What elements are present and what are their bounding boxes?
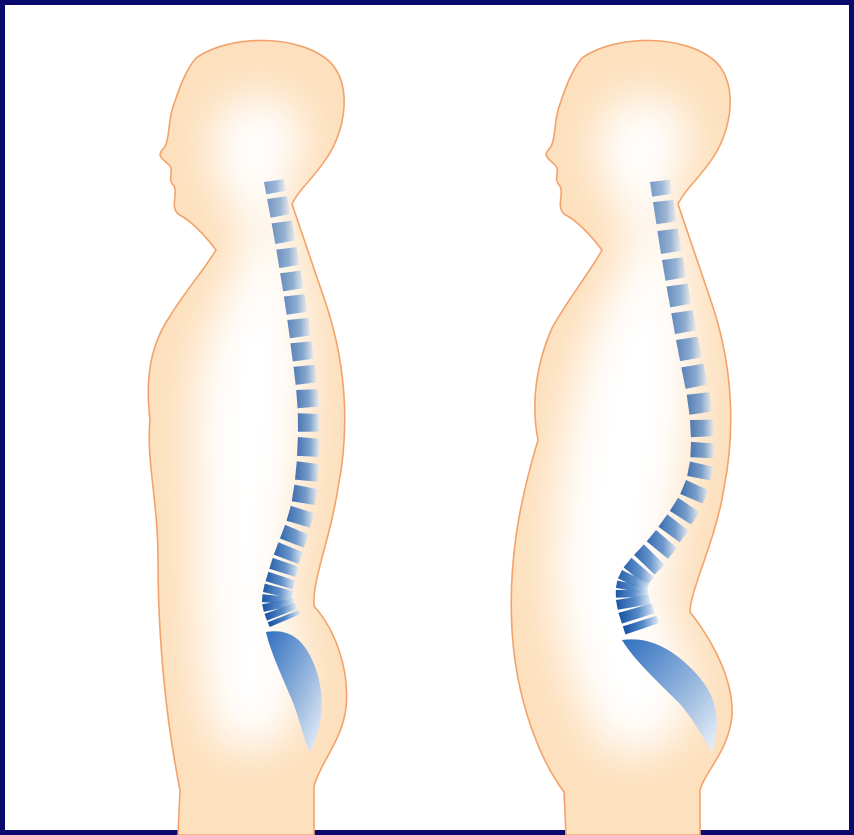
vertebra: [294, 365, 317, 385]
vertebra: [284, 294, 307, 315]
vertebra: [671, 310, 696, 334]
vertebra: [687, 392, 712, 415]
vertebra: [298, 413, 320, 431]
figure-normal-posture: [148, 40, 346, 835]
vertebra: [267, 196, 290, 218]
vertebra: [681, 364, 707, 389]
vertebra: [295, 461, 319, 481]
vertebra: [662, 257, 686, 280]
vertebra: [650, 180, 672, 197]
vertebra: [676, 337, 702, 362]
vertebra: [667, 284, 692, 308]
vertebra: [653, 200, 677, 224]
vertebra: [287, 318, 310, 338]
vertebra: [272, 221, 296, 244]
vertebra: [657, 229, 681, 255]
vertebra: [296, 389, 319, 408]
vertebra: [276, 247, 299, 268]
vertebra: [297, 437, 320, 457]
vertebra: [690, 442, 714, 458]
vertebra: [690, 420, 714, 438]
vertebra: [290, 341, 314, 361]
vertebra: [280, 271, 303, 292]
